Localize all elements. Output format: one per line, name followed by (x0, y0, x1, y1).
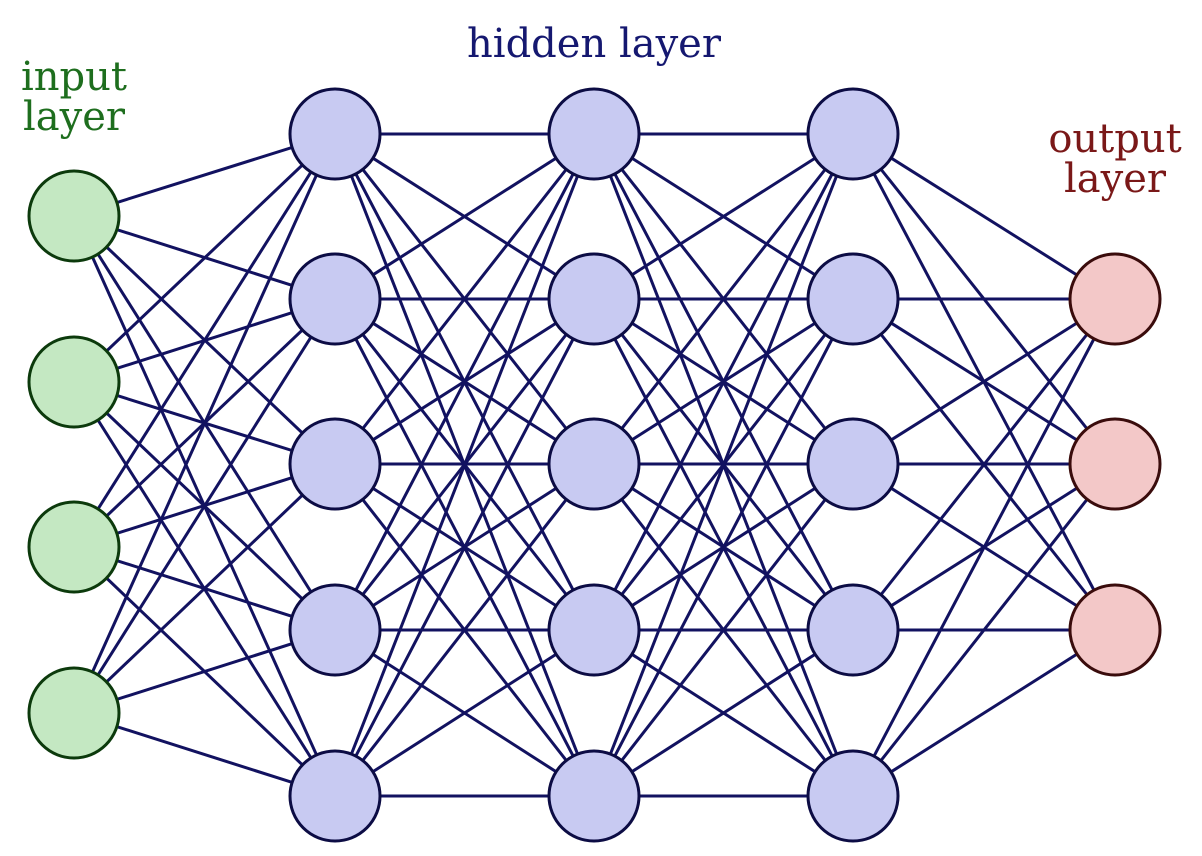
edge-input-2-to-hidden-1-1 (72, 132, 337, 384)
edge-hidden-3-3-to-output-1 (852, 297, 1116, 466)
input-neuron-3 (27, 500, 121, 594)
hidden-2-neuron-4 (547, 583, 641, 677)
edge-hidden-3-5-to-output-1 (851, 298, 1117, 797)
output-layer-label-line-2: layer (1063, 156, 1167, 202)
edge-hidden-3-4-to-output-1 (851, 298, 1117, 631)
edge-hidden-2-4-to-hidden-3-1 (592, 133, 855, 631)
hidden-1-neuron-3 (288, 417, 382, 511)
edge-hidden-1-5-to-hidden-2-1 (333, 133, 596, 797)
nodes-group (27, 87, 1162, 843)
output-layer-label: output layer (1048, 119, 1181, 199)
hidden-1-neuron-1 (288, 87, 382, 181)
hidden-3-neuron-1 (806, 87, 900, 181)
input-neuron-1 (27, 169, 121, 263)
hidden-layer-label-text: hidden layer (467, 21, 721, 67)
output-neuron-3 (1068, 583, 1162, 677)
edge-hidden-1-5-to-hidden-2-4 (334, 628, 595, 798)
hidden-3-neuron-5 (806, 749, 900, 843)
edge-hidden-1-4-to-hidden-2-1 (333, 133, 596, 631)
input-neuron-2 (27, 335, 121, 429)
output-neuron-2 (1068, 417, 1162, 511)
edge-hidden-2-3-to-hidden-3-1 (592, 133, 855, 465)
hidden-2-neuron-3 (547, 417, 641, 511)
edge-hidden-3-5-to-output-3 (852, 628, 1116, 798)
hidden-2-neuron-1 (547, 87, 641, 181)
edges-group (72, 132, 1117, 798)
edge-hidden-1-5-to-hidden-2-3 (333, 463, 596, 797)
edge-hidden-2-5-to-hidden-3-2 (592, 298, 855, 797)
hidden-1-neuron-4 (288, 583, 382, 677)
edge-hidden-1-2-to-hidden-2-1 (334, 132, 595, 301)
edge-hidden-3-5-to-output-2 (851, 463, 1117, 797)
edge-hidden-1-3-to-hidden-2-1 (333, 133, 596, 465)
hidden-3-neuron-4 (806, 583, 900, 677)
edge-hidden-3-1-to-output-1 (852, 132, 1116, 301)
input-layer-label: input layer (21, 57, 127, 137)
output-neuron-1 (1068, 252, 1162, 346)
edge-hidden-2-5-to-hidden-3-4 (593, 628, 854, 798)
hidden-2-neuron-2 (547, 252, 641, 346)
hidden-3-neuron-3 (806, 417, 900, 511)
edge-hidden-2-2-to-hidden-3-1 (593, 132, 854, 301)
hidden-1-neuron-2 (288, 252, 382, 346)
output-layer-label-line-1: output (1048, 116, 1182, 162)
edge-input-4-to-hidden-1-1 (72, 133, 337, 714)
edge-hidden-1-5-to-hidden-2-2 (333, 298, 596, 797)
edge-input-3-to-hidden-1-1 (72, 133, 337, 548)
edge-input-4-to-hidden-1-2 (72, 298, 337, 714)
hidden-layer-label: hidden layer (467, 24, 721, 64)
edge-input-4-to-hidden-1-3 (72, 462, 337, 715)
hidden-1-neuron-5 (288, 749, 382, 843)
edge-hidden-2-5-to-hidden-3-1 (592, 133, 855, 797)
edge-hidden-2-5-to-hidden-3-3 (592, 463, 855, 797)
input-layer-label-line-2: layer (22, 94, 126, 140)
input-neuron-4 (27, 666, 121, 760)
hidden-3-neuron-2 (806, 252, 900, 346)
hidden-2-neuron-5 (547, 749, 641, 843)
input-layer-label-line-1: input (21, 54, 127, 100)
